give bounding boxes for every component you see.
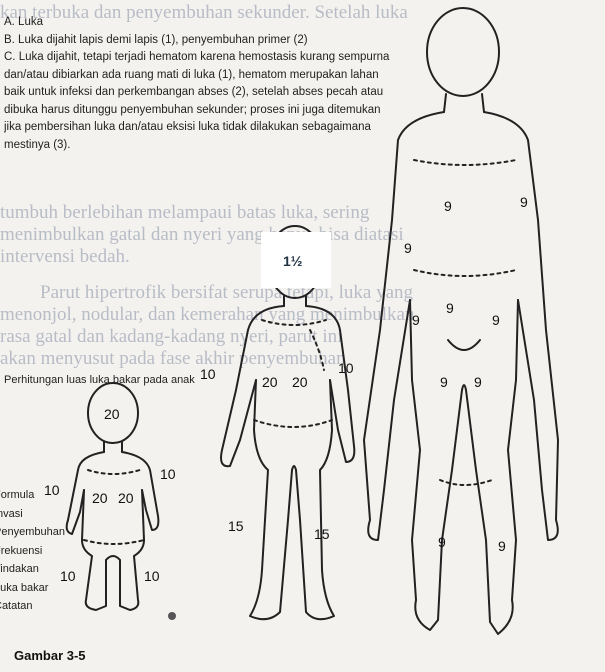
child-head-value: 20 (104, 406, 120, 422)
youth-leg-left-value: 15 (228, 518, 244, 534)
adult-shin-left-value: 9 (438, 534, 446, 550)
adult-groin-right-value: 9 (474, 374, 482, 390)
table-label: Tindakan (0, 560, 68, 579)
adult-thigh-right-value: 9 (492, 312, 500, 328)
box-label: 1½ (283, 253, 302, 269)
adult-abdomen-value: 9 (446, 300, 454, 316)
adult-groin-left-value: 9 (440, 374, 448, 390)
youth-arm-right-value: 10 (338, 360, 354, 376)
smudge (168, 612, 176, 620)
table-label: Penyembuhan (0, 523, 68, 542)
adult-figure (364, 8, 558, 634)
adult-shin-right-value: 9 (498, 538, 506, 554)
youth-trunk-right-value: 20 (292, 374, 308, 390)
child-arm-right-value: 10 (160, 466, 176, 482)
table-label: Luka bakar (0, 579, 68, 598)
table-label: Frekuensi (0, 542, 68, 561)
table-label: Catatan (0, 597, 68, 616)
youth-leg-right-value: 15 (314, 526, 330, 542)
table-label: Invasi (0, 505, 68, 524)
adult-arm-left-value: 9 (404, 240, 412, 256)
table-labels: Formula Invasi Penyembuhan Frekuensi Tin… (0, 486, 68, 616)
adult-thigh-left-value: 9 (412, 312, 420, 328)
adult-arm-right-value: 9 (520, 194, 528, 210)
youth-arm-left-value: 10 (200, 366, 216, 382)
youth-trunk-left-value: 20 (262, 374, 278, 390)
child-trunk-right-value: 20 (118, 490, 134, 506)
adult-chest-value: 9 (444, 198, 452, 214)
figure-caption: Gambar 3-5 (14, 648, 86, 663)
table-label: Formula (0, 486, 68, 505)
child-leg-right-value: 10 (144, 568, 160, 584)
child-trunk-left-value: 20 (92, 490, 108, 506)
